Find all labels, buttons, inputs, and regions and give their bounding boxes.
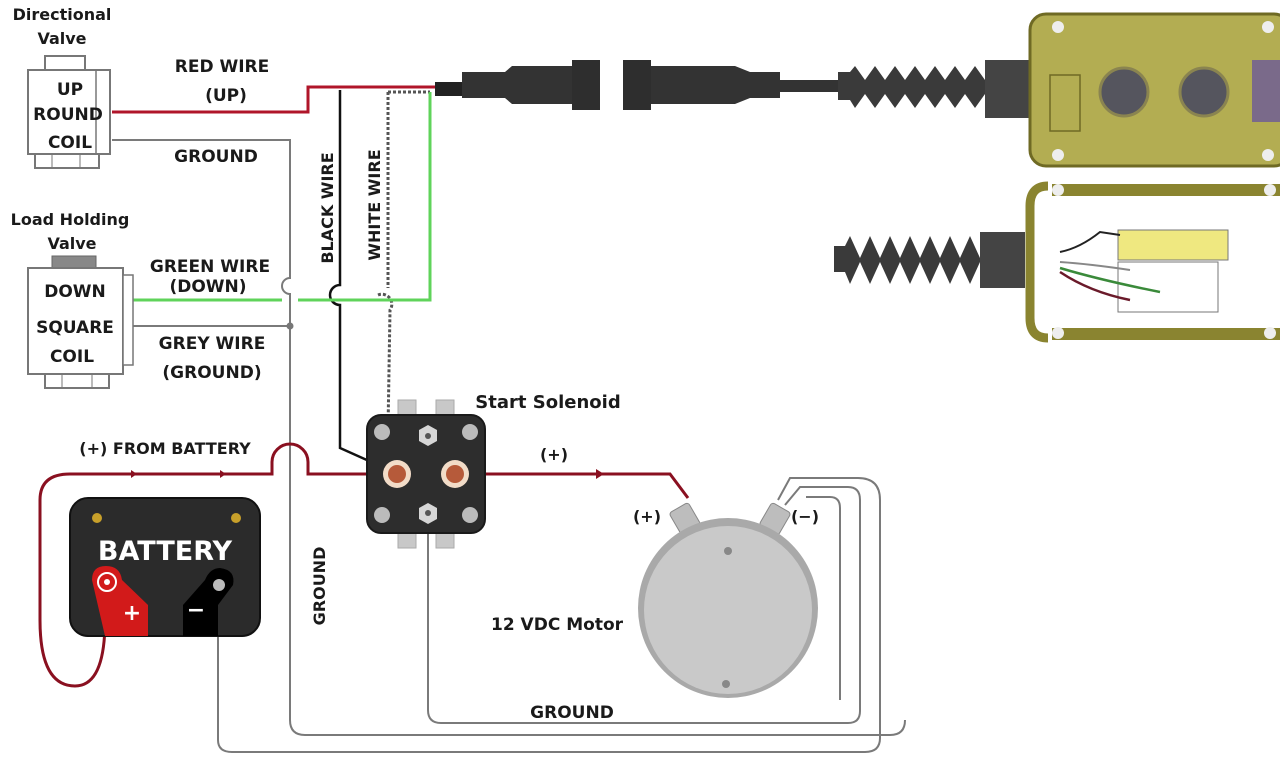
arrow-icon xyxy=(131,470,137,478)
black-wire xyxy=(328,90,379,467)
solenoid-motor-positive-label: (+) xyxy=(540,445,568,464)
load-holding-valve-title-1: Load Holding xyxy=(11,210,130,229)
white-wire-label: WHITE WIRE xyxy=(365,149,384,260)
load-holding-valve-title-2: Valve xyxy=(47,234,96,253)
load-holding-valve xyxy=(27,255,134,389)
motor-positive-label: (+) xyxy=(633,507,661,526)
red-wire-label-2: (UP) xyxy=(205,86,247,106)
battery-label: BATTERY xyxy=(98,536,233,567)
red-wire-label-1: RED WIRE xyxy=(175,57,270,77)
pendant-controller-front xyxy=(838,12,1280,168)
ground-label-top: GROUND xyxy=(174,147,258,167)
up-coil-label-1: UP xyxy=(57,80,83,100)
ground-wire-directional-valve xyxy=(112,139,906,736)
arrow-icon xyxy=(220,470,226,478)
battery-positive-sign: + xyxy=(123,601,141,626)
pendant-controller-internal xyxy=(834,181,1280,343)
down-coil-label-3: COIL xyxy=(50,347,94,367)
white-wire xyxy=(377,90,430,440)
green-wire-label-1: GREEN WIRE xyxy=(150,257,270,277)
cable-connector xyxy=(435,60,840,110)
from-battery-label: (+) FROM BATTERY xyxy=(79,439,251,458)
up-coil-label-3: COIL xyxy=(48,133,92,153)
up-coil-label-2: ROUND xyxy=(33,105,103,125)
directional-valve xyxy=(27,55,111,169)
ground-label-bottom: GROUND xyxy=(530,703,614,723)
grey-wire-label-1: GREY WIRE xyxy=(159,334,266,354)
grey-wire-label-2: (GROUND) xyxy=(162,363,261,383)
battery xyxy=(69,497,261,637)
ground-label-vertical: GROUND xyxy=(310,547,329,626)
start-solenoid-label: Start Solenoid xyxy=(475,392,620,413)
solenoid-to-motor-wire xyxy=(455,472,690,499)
directional-valve-title-2: Valve xyxy=(37,29,86,48)
green-wire-label-2: (DOWN) xyxy=(169,277,246,297)
solenoid-ground-wire xyxy=(427,486,861,724)
ground-junction-dot xyxy=(286,322,294,330)
battery-negative-sign: − xyxy=(187,598,205,623)
down-coil-label-2: SQUARE xyxy=(36,318,114,338)
green-wire-down xyxy=(132,92,432,302)
directional-valve-title-1: Directional xyxy=(13,5,112,24)
motor-label: 12 VDC Motor xyxy=(491,615,624,635)
start-solenoid xyxy=(366,399,486,549)
black-wire-label: BLACK WIRE xyxy=(318,152,337,263)
arrow-icon xyxy=(596,469,604,479)
battery-positive-wire xyxy=(38,442,384,688)
motor-negative-label: (−) xyxy=(791,507,819,526)
motor xyxy=(638,502,818,698)
down-coil-label-1: DOWN xyxy=(44,282,106,302)
motor-negative-wire xyxy=(806,496,841,700)
battery-negative-ground-wire xyxy=(217,477,881,753)
red-wire-up xyxy=(112,85,460,114)
